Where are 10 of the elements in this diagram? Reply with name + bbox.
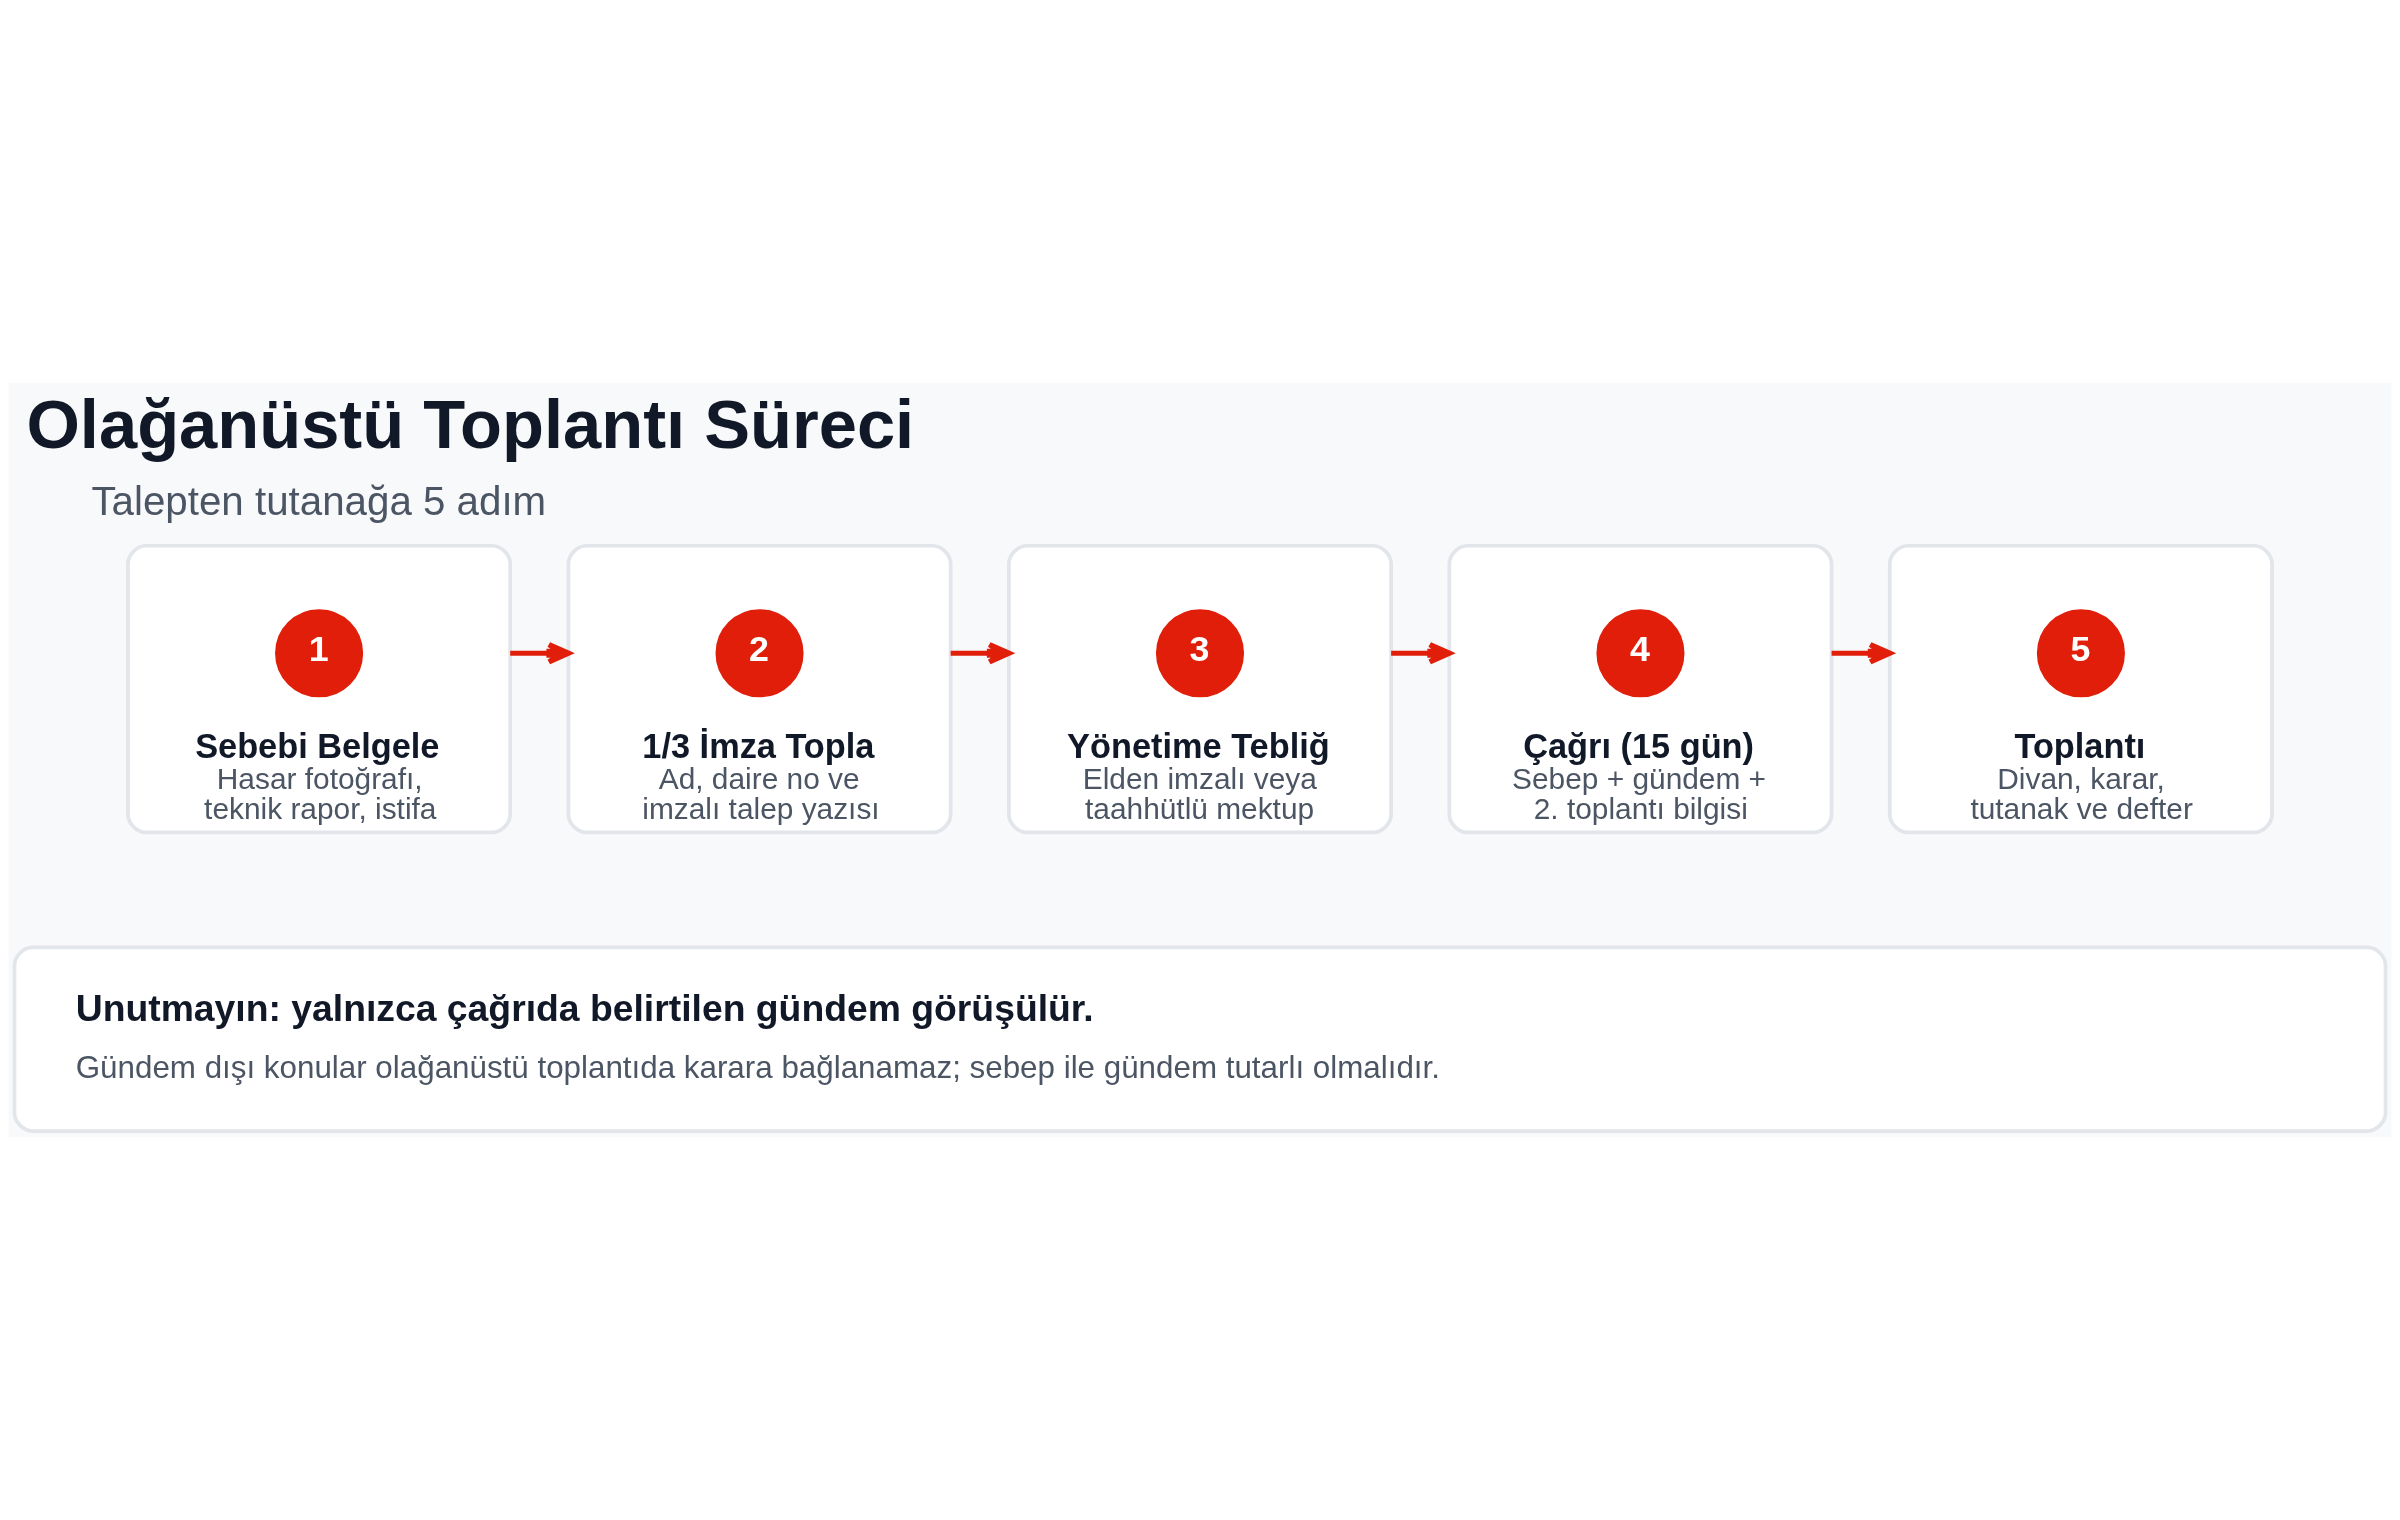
diagram-title: Olağanüstü Toplantı Süreci (26, 386, 915, 464)
node-box: Unutmayın: yalnızca çağrıda belirtilen gündem görüşülür. Gündem dışı konular olağanüstü toplantıda karara bağlanamaz; sebep ile gündem tutarlı olmalıdır. (12, 945, 2388, 1133)
node-circle: 4 (1596, 609, 1685, 698)
arrow (510, 641, 572, 665)
node-circle: 5 (2036, 609, 2125, 698)
node-circle: 3 (1155, 609, 1245, 698)
node-circle: 1 (275, 609, 364, 698)
arrow (1831, 641, 1893, 665)
label: Talepten tutanağa 5 adım (91, 479, 547, 525)
node-circle: 2 (715, 609, 804, 698)
